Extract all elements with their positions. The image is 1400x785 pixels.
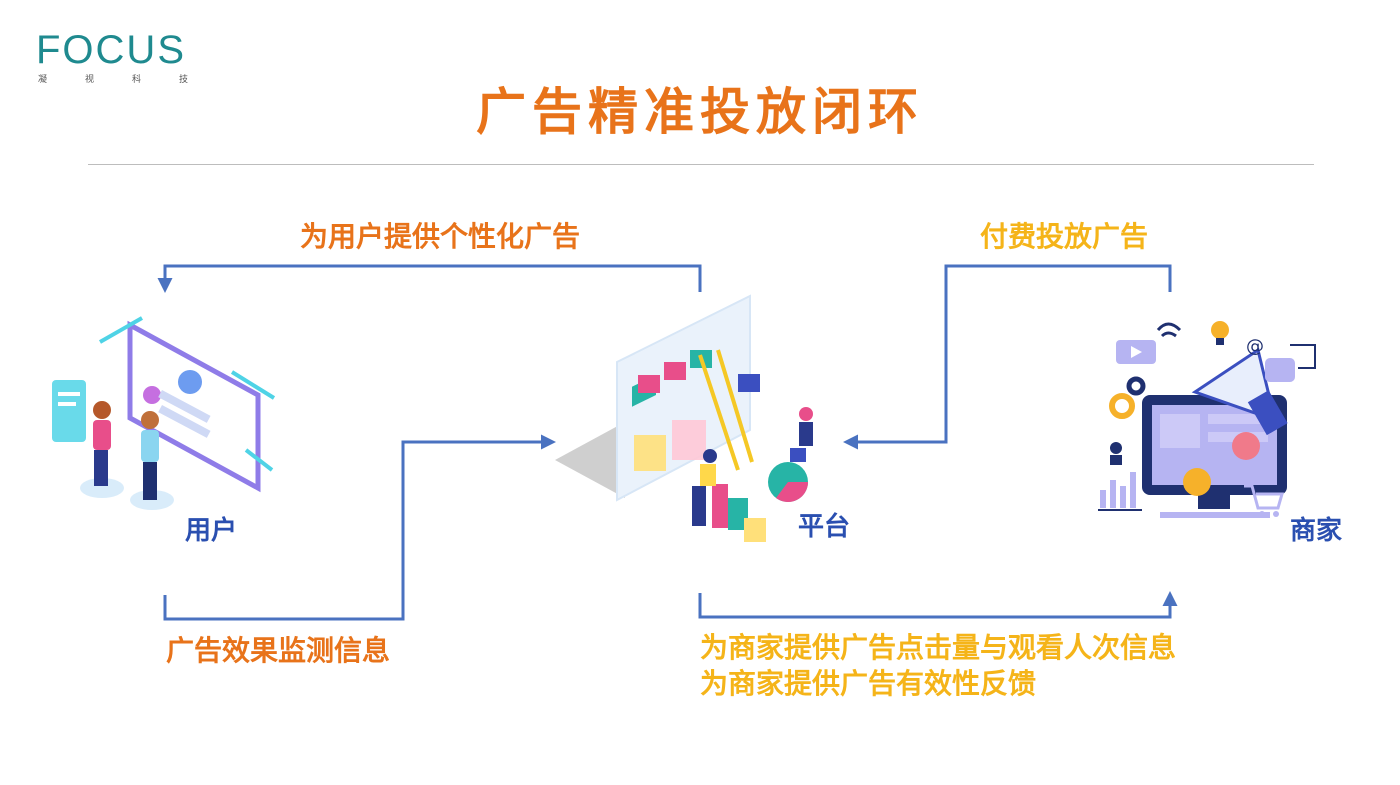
node-label-user: 用户 — [185, 516, 238, 546]
logo-sub-char: 技 — [178, 75, 188, 85]
flow-label-user-to-platform: 广告效果监测信息 — [166, 634, 391, 667]
flow-label-platform-to-user: 为用户提供个性化广告 — [300, 220, 581, 253]
arrow-user-to-platform — [163, 434, 556, 621]
node-label-merchant: 商家 — [1290, 516, 1343, 546]
flow-label-platform-to-merchant-1: 为商家提供广告点击量与观看人次信息 — [700, 631, 1177, 664]
logo-wordmark: FOCUS — [36, 28, 186, 72]
svg-text:@: @ — [1246, 336, 1264, 357]
arrow-platform-to-merchant — [698, 591, 1178, 619]
company-logo: FOCUS 凝 视 科 技 — [36, 28, 196, 90]
logo-sub-char: 科 — [131, 75, 141, 85]
node-label-platform: 平台 — [798, 512, 851, 542]
title-divider — [88, 164, 1314, 165]
platform-illustration — [555, 294, 813, 542]
user-illustration — [52, 316, 276, 510]
logo-subtitle: 凝 视 科 技 — [38, 72, 188, 85]
flow-label-platform-to-merchant-2: 为商家提供广告有效性反馈 — [700, 667, 1037, 700]
page-title: 广告精准投放闭环 — [476, 83, 924, 141]
arrow-platform-to-user — [157, 264, 702, 293]
logo-sub-char: 视 — [84, 75, 94, 85]
logo-sub-char: 凝 — [38, 75, 48, 85]
flow-label-merchant-to-platform: 付费投放广告 — [980, 220, 1149, 253]
arrow-merchant-to-platform — [843, 264, 1172, 450]
merchant-illustration: @ — [1098, 321, 1316, 518]
